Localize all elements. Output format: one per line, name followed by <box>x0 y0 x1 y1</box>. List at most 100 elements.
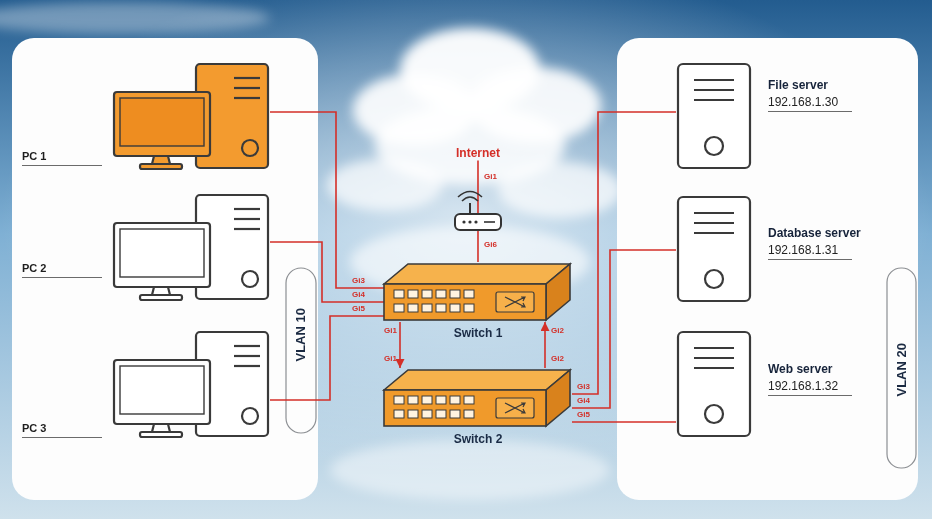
tower-slot <box>234 365 260 367</box>
server-slot <box>694 99 734 101</box>
port-label: Gi3 <box>577 382 590 392</box>
monitor-frame <box>114 92 210 156</box>
ip-address: 192.168.1.31 <box>768 243 852 260</box>
pc-node: PC 3 <box>112 330 270 440</box>
tower-slot <box>234 208 260 210</box>
network-link <box>399 322 401 368</box>
monitor-screen <box>120 98 204 146</box>
network-link <box>270 112 384 288</box>
vlan-panel: VLAN 20File server192.168.1.30Database s… <box>617 38 918 500</box>
switch-port <box>394 396 404 404</box>
tower-slot <box>234 87 260 89</box>
network-link <box>270 316 384 400</box>
switch-icon <box>384 262 572 322</box>
monitor-frame <box>114 223 210 287</box>
port-label: Gi1 <box>484 172 497 182</box>
switch-port <box>436 396 446 404</box>
switch-side <box>546 264 570 320</box>
power-button <box>705 405 723 423</box>
router-led <box>468 220 471 223</box>
ip-address: 192.168.1.32 <box>768 379 852 396</box>
switch-port <box>422 396 432 404</box>
power-button <box>242 408 258 424</box>
wifi-wave <box>458 192 482 198</box>
server-node: Database server192.168.1.31 <box>676 195 752 303</box>
network-link <box>544 322 546 368</box>
port-label: Gi3 <box>352 276 365 286</box>
pc-label: PC 1 <box>22 150 102 166</box>
vlan-tab <box>887 268 916 468</box>
switch-port <box>464 290 474 298</box>
tower-slot <box>234 97 260 99</box>
monitor-base <box>140 164 182 169</box>
server-tower <box>678 197 750 301</box>
router-antenna <box>469 203 471 214</box>
switch-top <box>384 370 570 390</box>
switch-arrows <box>505 403 525 413</box>
pc-label: PC 2 <box>22 262 102 278</box>
router-led <box>474 220 477 223</box>
switch-port <box>450 396 460 404</box>
monitor-base <box>140 432 182 437</box>
server-name: Web server <box>768 362 832 376</box>
server-name: File server <box>768 78 828 92</box>
cloud <box>498 162 622 218</box>
switch-port <box>450 290 460 298</box>
server-name: Database server <box>768 226 861 240</box>
switch-top <box>384 264 570 284</box>
vlan-label: VLAN 20 <box>894 343 910 396</box>
internet-label: Internet <box>456 146 500 160</box>
cloud <box>327 159 443 211</box>
switch-port <box>408 410 418 418</box>
switch-arrows <box>505 297 525 307</box>
server-slot <box>694 357 734 359</box>
switch-port <box>422 304 432 312</box>
cloud <box>0 2 270 34</box>
switch-port <box>408 396 418 404</box>
router-slot <box>484 221 495 223</box>
network-link <box>572 421 676 423</box>
server-slot <box>694 232 734 234</box>
switch-port <box>464 396 474 404</box>
network-switch: Switch 2 <box>384 368 572 428</box>
switch-label: Switch 2 <box>454 432 503 446</box>
pc-icon <box>112 62 270 172</box>
switch-badge <box>496 292 534 312</box>
power-button <box>705 137 723 155</box>
server-node: Web server192.168.1.32 <box>676 330 752 438</box>
monitor-neck <box>152 156 170 164</box>
power-button <box>705 270 723 288</box>
switch-port <box>394 304 404 312</box>
switch-label: Switch 1 <box>454 326 503 340</box>
switch-port <box>464 304 474 312</box>
switch-side <box>546 370 570 426</box>
switch-port <box>422 410 432 418</box>
cloud <box>330 440 610 500</box>
tower-slot <box>234 228 260 230</box>
server-icon <box>676 195 752 303</box>
pc-node: PC 2 <box>112 193 270 303</box>
switch-port <box>422 290 432 298</box>
monitor-screen <box>120 229 204 277</box>
pc-node: PC 1 <box>112 62 270 172</box>
switch-badge <box>496 398 534 418</box>
power-button <box>242 140 258 156</box>
switch-port <box>450 410 460 418</box>
switch-port <box>436 304 446 312</box>
port-label: Gi5 <box>577 410 590 420</box>
server-slot <box>694 79 734 81</box>
monitor-neck <box>152 424 170 432</box>
vlan-tab <box>286 268 316 433</box>
port-label: Gi2 <box>551 326 564 336</box>
tower-slot <box>234 345 260 347</box>
switch-port <box>394 290 404 298</box>
port-label: Gi6 <box>484 240 497 250</box>
server-icon <box>676 330 752 438</box>
monitor-base <box>140 295 182 300</box>
switch-port <box>436 290 446 298</box>
switch-port <box>408 304 418 312</box>
port-label: Gi4 <box>352 290 365 300</box>
port-label: Gi2 <box>551 354 564 364</box>
